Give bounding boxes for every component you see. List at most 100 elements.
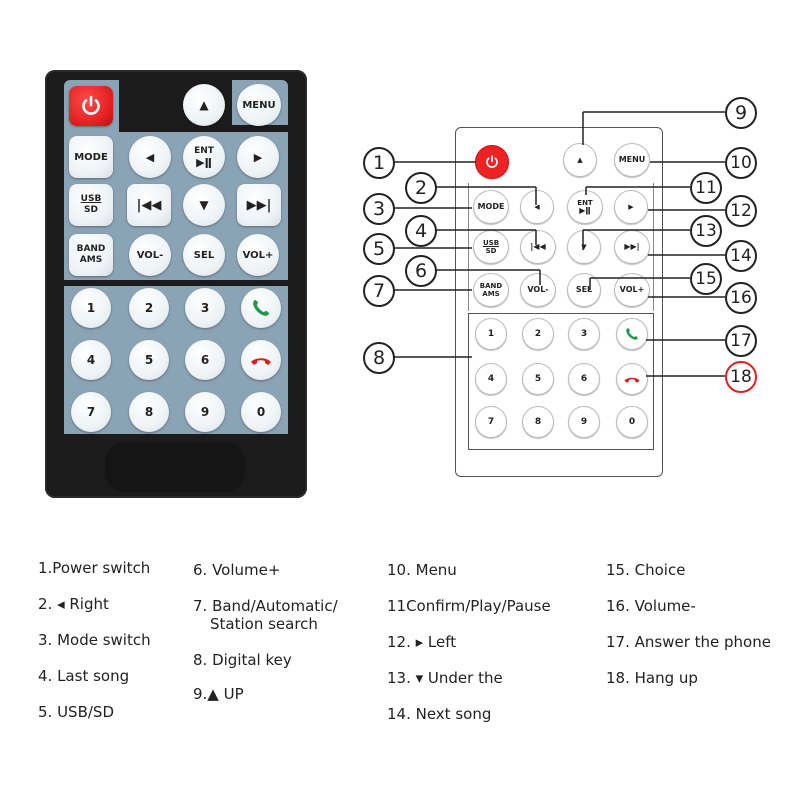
legend-9: 9.▲ UP bbox=[193, 685, 244, 703]
callout-14: 14 bbox=[725, 240, 757, 272]
digit-8-button[interactable]: 8 bbox=[129, 392, 169, 432]
schem-play-pause-icon: ▶ǁ bbox=[579, 206, 591, 215]
callout-7: 7 bbox=[363, 275, 395, 307]
legend-4: 4. Last song bbox=[38, 667, 130, 685]
legend-15: 15. Choice bbox=[606, 561, 686, 579]
legend-7: 7. Band/Automatic/ bbox=[193, 597, 338, 615]
schem-answer-button[interactable] bbox=[616, 318, 648, 350]
power-button[interactable] bbox=[69, 86, 113, 126]
legend-17: 17. Answer the phone bbox=[606, 633, 771, 651]
schem-mode-button[interactable]: MODE bbox=[473, 190, 509, 224]
phone-answer-icon bbox=[626, 328, 638, 340]
digit-2-button[interactable]: 2 bbox=[129, 288, 169, 328]
schem-digit-3[interactable]: 3 bbox=[568, 318, 600, 350]
digits-outline bbox=[468, 313, 654, 450]
phone-answer-icon bbox=[253, 299, 270, 316]
schem-digit-9[interactable]: 9 bbox=[568, 406, 600, 438]
digit-4-button[interactable]: 4 bbox=[71, 340, 111, 380]
digit-6-button[interactable]: 6 bbox=[185, 340, 225, 380]
digit-5-button[interactable]: 5 bbox=[129, 340, 169, 380]
left-button[interactable]: ◀ bbox=[129, 136, 171, 178]
mode-button[interactable]: MODE bbox=[69, 136, 113, 178]
next-track-button[interactable]: ▶▶| bbox=[237, 184, 281, 226]
legend-8: 8. Digital key bbox=[193, 651, 292, 669]
callout-3: 3 bbox=[363, 193, 395, 225]
play-pause-icon: ▶ǁ bbox=[196, 156, 212, 169]
digit-9-button[interactable]: 9 bbox=[185, 392, 225, 432]
callout-8: 8 bbox=[363, 342, 395, 374]
band-label: BAND bbox=[76, 244, 106, 254]
callout-1: 1 bbox=[363, 147, 395, 179]
callout-12: 12 bbox=[725, 195, 757, 227]
schem-usb-sd-button[interactable]: USB SD bbox=[473, 230, 509, 264]
band-ams-button[interactable]: BAND AMS bbox=[69, 234, 113, 276]
schem-digit-7[interactable]: 7 bbox=[475, 406, 507, 438]
mode-outline bbox=[468, 183, 654, 311]
right-button[interactable]: ▶ bbox=[237, 136, 279, 178]
schem-hangup-button[interactable] bbox=[616, 363, 648, 395]
legend-12: 12. ▸ Left bbox=[387, 633, 457, 651]
ent-label: ENT bbox=[194, 146, 214, 156]
usb-sd-button[interactable]: USB SD bbox=[69, 184, 113, 226]
schem-power-button[interactable] bbox=[475, 145, 509, 179]
schem-digit-2[interactable]: 2 bbox=[522, 318, 554, 350]
callout-11: 11 bbox=[690, 172, 722, 204]
callout-18: 18 bbox=[725, 361, 757, 393]
callout-16: 16 bbox=[725, 282, 757, 314]
legend-5: 5. USB/SD bbox=[38, 703, 114, 721]
digit-0-button[interactable]: 0 bbox=[241, 392, 281, 432]
schem-usb-label: USB bbox=[482, 239, 500, 247]
legend-7-cont: Station search bbox=[210, 615, 318, 633]
vol-plus-button[interactable]: VOL+ bbox=[237, 234, 279, 276]
answer-call-button[interactable] bbox=[241, 288, 281, 328]
schem-vol-minus-button[interactable]: VOL- bbox=[520, 273, 556, 307]
schem-left-button[interactable]: ◀ bbox=[520, 190, 554, 224]
legend-11: 11Confirm/Play/Pause bbox=[387, 597, 551, 615]
legend-3: 3. Mode switch bbox=[38, 631, 151, 649]
down-button[interactable]: ▼ bbox=[183, 184, 225, 226]
callout-9: 9 bbox=[725, 97, 757, 129]
schem-band-ams-button[interactable]: BAND AMS bbox=[473, 273, 509, 307]
schem-up-button[interactable]: ▲ bbox=[563, 143, 597, 177]
schem-ent-button[interactable]: ENT ▶ǁ bbox=[567, 190, 603, 224]
schem-right-button[interactable]: ▶ bbox=[614, 190, 648, 224]
schem-menu-button[interactable]: MENU bbox=[614, 143, 650, 177]
menu-button[interactable]: MENU bbox=[237, 84, 281, 126]
legend-14: 14. Next song bbox=[387, 705, 492, 723]
schem-digit-0[interactable]: 0 bbox=[616, 406, 648, 438]
legend-10: 10. Menu bbox=[387, 561, 457, 579]
power-icon bbox=[486, 155, 498, 168]
callout-10: 10 bbox=[725, 147, 757, 179]
vol-minus-button[interactable]: VOL- bbox=[129, 234, 171, 276]
legend-13: 13. ▾ Under the bbox=[387, 669, 503, 687]
schem-prev-button[interactable]: |◀◀ bbox=[520, 230, 556, 264]
digit-7-button[interactable]: 7 bbox=[71, 392, 111, 432]
digit-3-button[interactable]: 3 bbox=[185, 288, 225, 328]
next-icon: ▶▶| bbox=[246, 197, 272, 213]
prev-icon: |◀◀ bbox=[136, 197, 162, 213]
schem-digit-4[interactable]: 4 bbox=[475, 363, 507, 395]
schem-digit-8[interactable]: 8 bbox=[522, 406, 554, 438]
sd-label: SD bbox=[84, 205, 98, 215]
phone-hangup-icon bbox=[624, 377, 640, 383]
battery-recess bbox=[105, 442, 245, 492]
schem-digit-6[interactable]: 6 bbox=[568, 363, 600, 395]
schem-digit-5[interactable]: 5 bbox=[522, 363, 554, 395]
callout-5: 5 bbox=[363, 233, 395, 265]
sel-button[interactable]: SEL bbox=[183, 234, 225, 276]
digit-1-button[interactable]: 1 bbox=[71, 288, 111, 328]
callout-6: 6 bbox=[405, 255, 437, 287]
callout-13: 13 bbox=[690, 215, 722, 247]
prev-track-button[interactable]: |◀◀ bbox=[127, 184, 171, 226]
hang-up-button[interactable] bbox=[241, 340, 281, 380]
schem-digit-1[interactable]: 1 bbox=[475, 318, 507, 350]
phone-hangup-icon bbox=[251, 358, 271, 365]
ent-play-pause-button[interactable]: ENT ▶ǁ bbox=[183, 136, 225, 178]
remote-photo: ▲ MENU MODE ◀ ENT ▶ǁ ▶ USB SD |◀◀ ▼ ▶▶| … bbox=[45, 70, 307, 498]
up-button[interactable]: ▲ bbox=[183, 84, 225, 126]
legend-1: 1.Power switch bbox=[38, 559, 151, 577]
schematic-remote: ▲ MENU MODE ◀ ENT ▶ǁ ▶ USB SD |◀◀ ▼ ▶▶| … bbox=[455, 127, 663, 477]
legend-2: 2. ◂ Right bbox=[38, 595, 109, 613]
ams-label: AMS bbox=[79, 255, 103, 265]
